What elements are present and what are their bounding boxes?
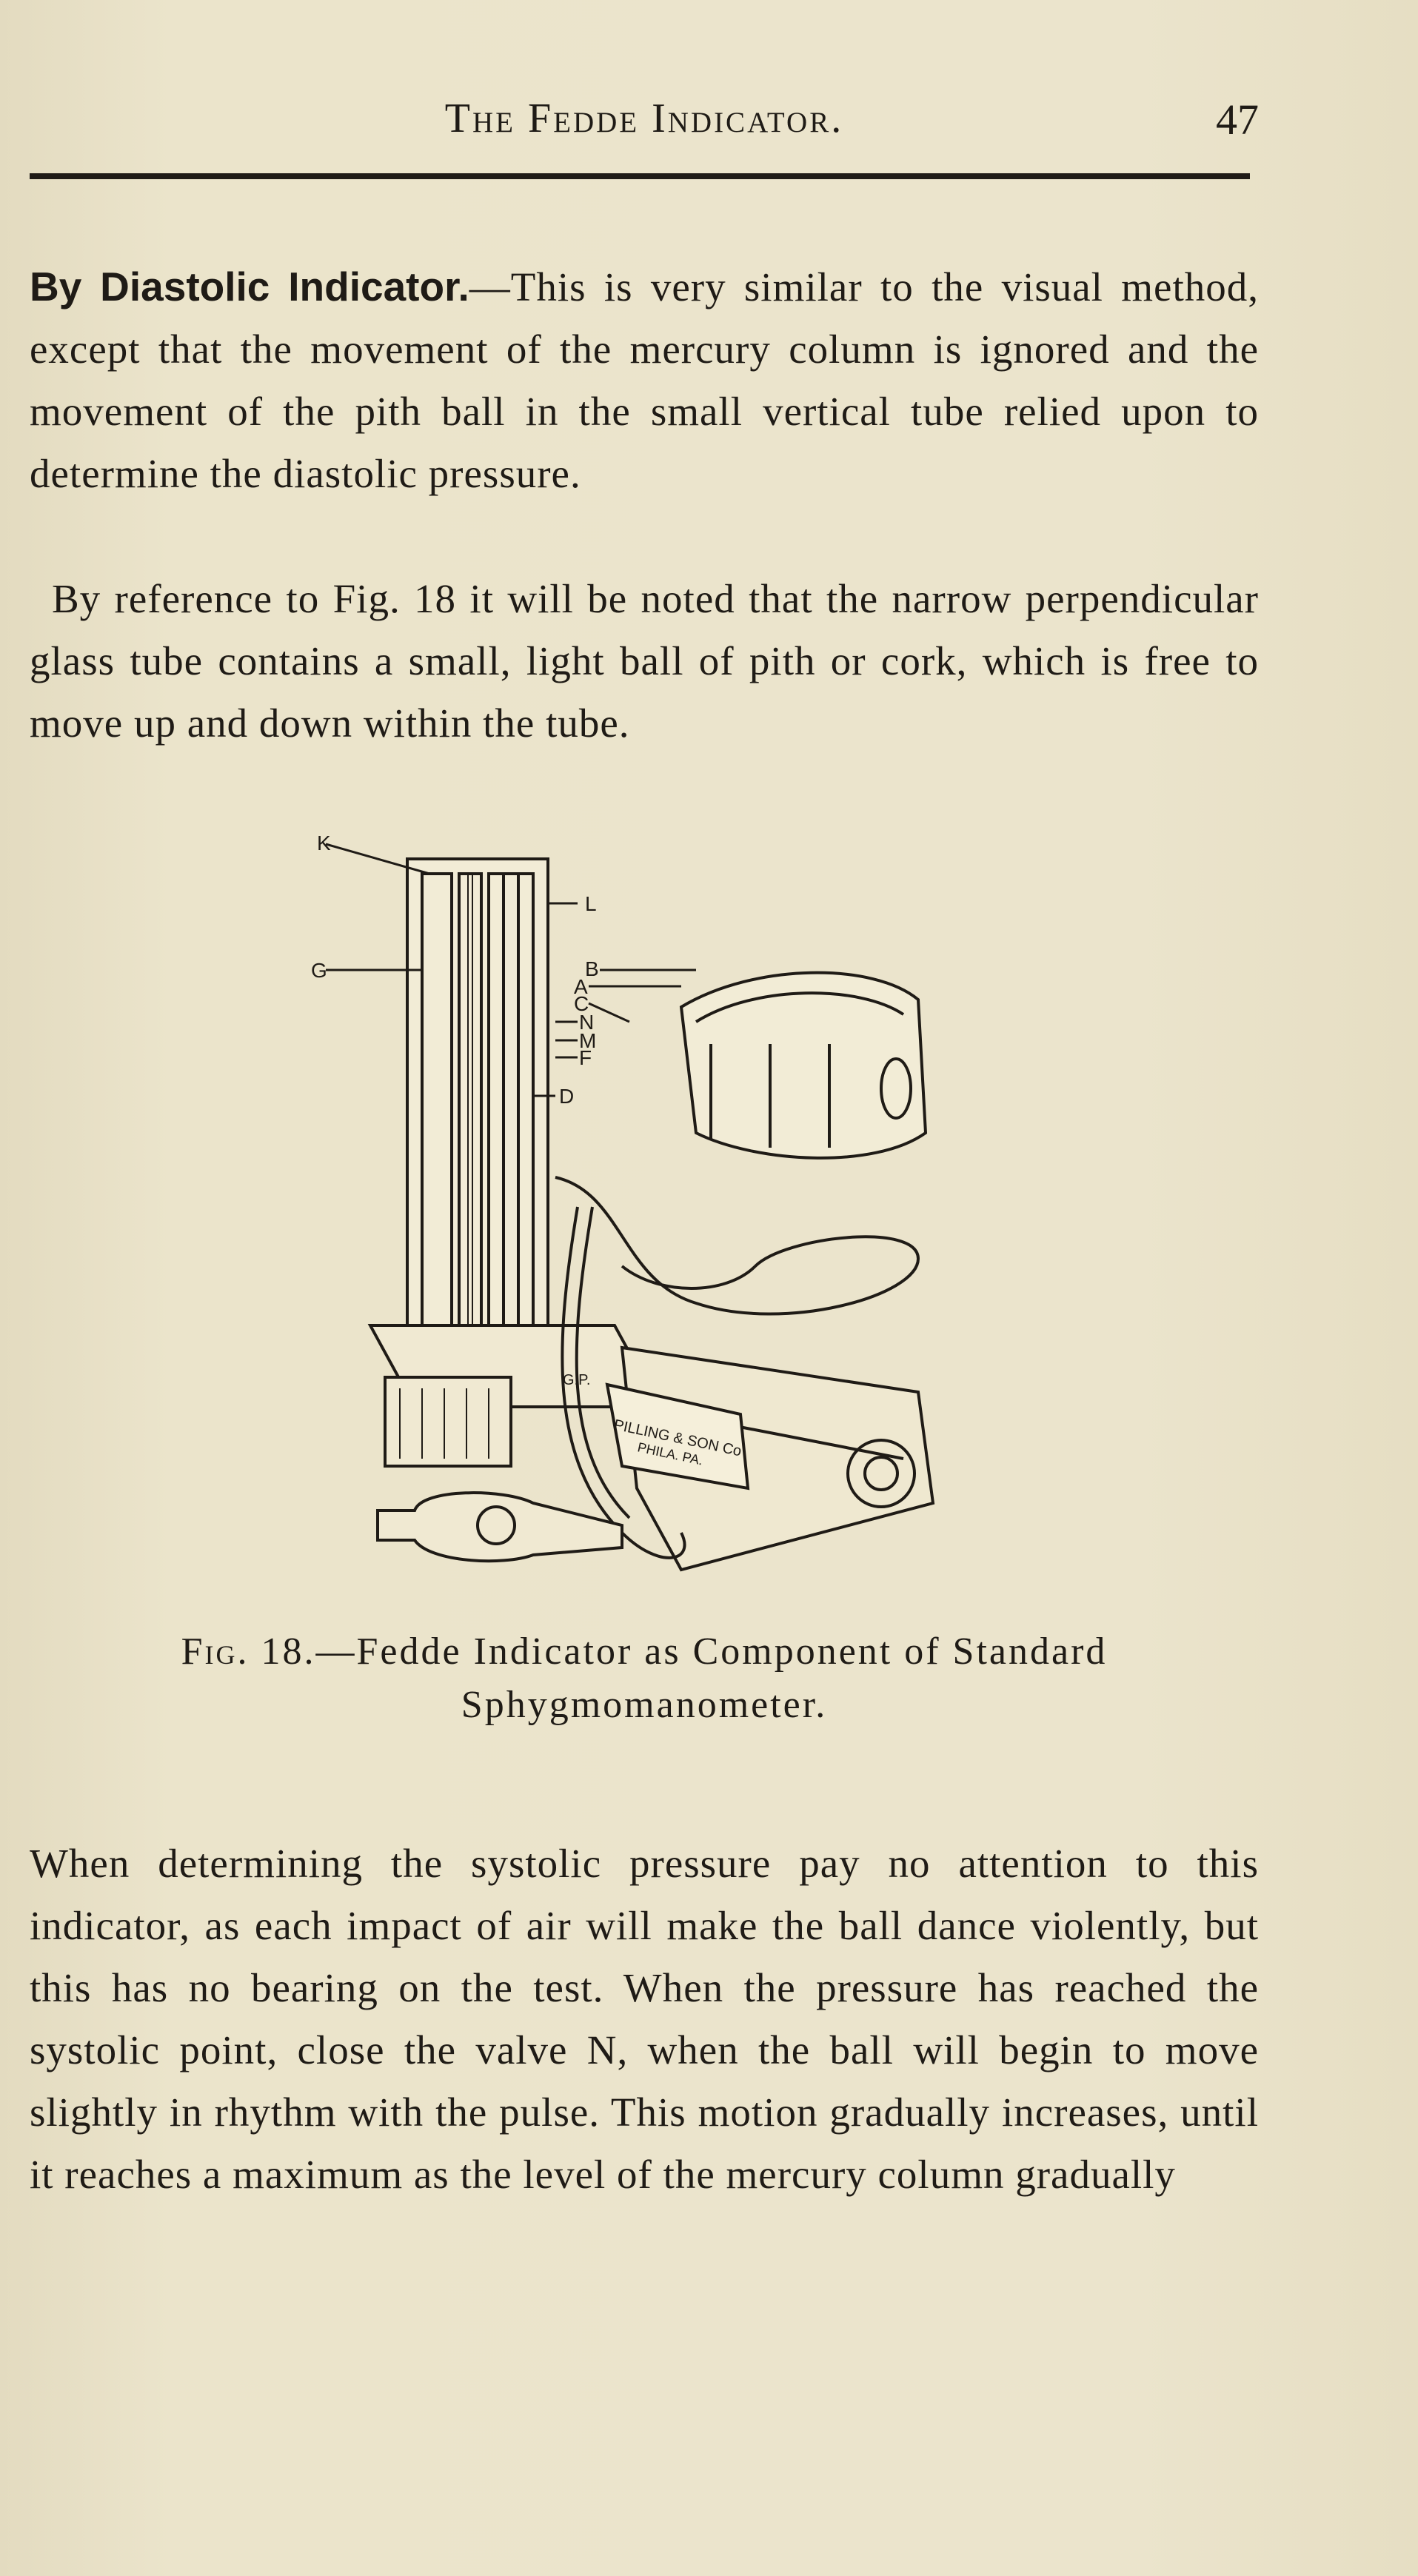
paragraph-fig-reference: By reference to Fig. 18 it will be noted… <box>30 576 1259 746</box>
label-a: A <box>574 975 588 998</box>
label-g: G <box>311 959 327 982</box>
label-d: D <box>559 1085 574 1108</box>
running-title: The Fedde Indicator. <box>444 96 844 141</box>
header-rule <box>30 173 1250 179</box>
label-gp: G.P. <box>563 1372 590 1388</box>
paragraph-systolic: When determining the systolic pressure p… <box>30 1841 1259 2197</box>
figure-caption: Fig. 18.—Fedde Indicator as Component of… <box>30 1625 1259 1732</box>
label-c: C <box>574 992 589 1015</box>
caption-text: —Fedde Indicator as Component of Standar… <box>315 1630 1108 1726</box>
figure-fedde-indicator: K L G B A C N M F D G.P. PILLING & SON C… <box>311 822 977 1577</box>
sphygmomanometer-illustration: K L G B A C N M F D G.P. PILLING & SON C… <box>311 832 935 1572</box>
label-k: K <box>317 832 331 854</box>
running-head: The Fedde Indicator. 47 <box>30 95 1259 154</box>
label-n: N <box>579 1011 594 1034</box>
label-f: F <box>579 1046 592 1069</box>
label-b: B <box>585 957 599 980</box>
label-l: L <box>585 892 597 915</box>
paragraph-diastolic-indicator: By Diastolic Indicator.—This is very sim… <box>30 255 1259 505</box>
caption-label: Fig. 18. <box>181 1630 316 1673</box>
page-number: 47 <box>1216 96 1259 144</box>
label-m: M <box>579 1029 596 1052</box>
paragraph-text: —This is very similar to the visual meth… <box>30 264 1259 496</box>
run-in-heading: By Diastolic Indicator. <box>30 264 469 310</box>
